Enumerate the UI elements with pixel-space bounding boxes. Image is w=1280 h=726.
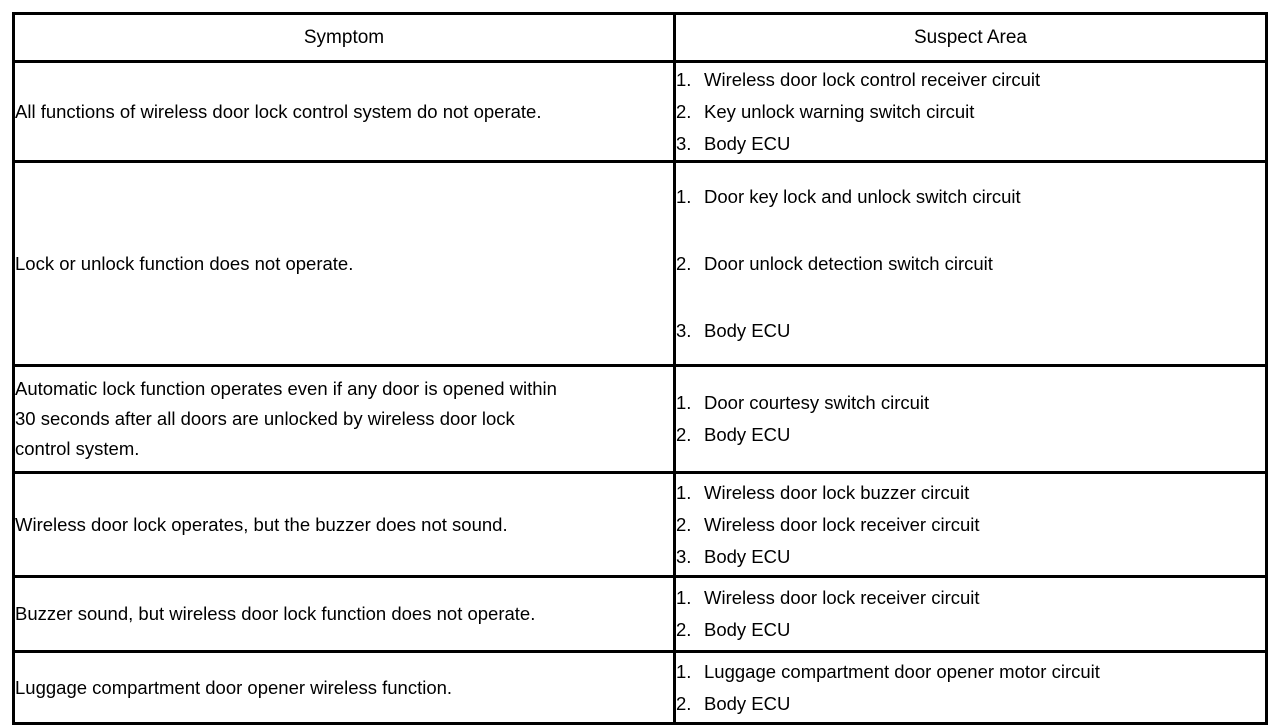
- list-item-label: Wireless door lock buzzer circuit: [704, 481, 970, 503]
- list-item-label: Wireless door lock receiver circuit: [704, 513, 980, 535]
- list-item-label: Door courtesy switch circuit: [704, 392, 930, 413]
- symptom-cell: Automatic lock function operates even if…: [12, 364, 676, 474]
- symptom-text-line: Automatic lock function operates even if…: [15, 378, 557, 399]
- list-item-label: Body ECU: [704, 619, 791, 640]
- list-item-label: Key unlock warning switch circuit: [704, 100, 975, 122]
- symptom-cell: All functions of wireless door lock cont…: [12, 60, 676, 163]
- list-item: 3. Body ECU: [676, 128, 1265, 160]
- table-row: Luggage compartment door opener wireless…: [12, 650, 1268, 725]
- list-item-label: Body ECU: [704, 320, 791, 341]
- suspect-area-list: 1. Luggage compartment door opener motor …: [676, 656, 1265, 720]
- symptom-text-line: control system.: [15, 438, 140, 459]
- list-item-label: Body ECU: [704, 424, 791, 445]
- list-item: 2. Key unlock warning switch circuit: [676, 96, 1265, 128]
- symptom-text-line: Wireless door lock operates, but the buz…: [15, 513, 508, 535]
- list-item: 1. Wireless door lock control receiver ci…: [676, 64, 1265, 96]
- list-item: 3. Body ECU: [676, 541, 1265, 573]
- list-item: 2. Body ECU: [676, 688, 1265, 720]
- suspect-area-list: 1. Door courtesy switch circuit 2. Body EC…: [676, 387, 1265, 451]
- list-item: 1. Door key lock and unlock switch circui…: [676, 163, 1265, 230]
- list-item-number: 1.: [676, 186, 692, 207]
- list-item-number: 3.: [676, 132, 692, 154]
- list-item-label: Door unlock detection switch circuit: [704, 253, 993, 274]
- list-item-label: Wireless door lock control receiver circ…: [704, 68, 1041, 90]
- list-item-number: 1.: [676, 660, 692, 682]
- list-item: 2. Body ECU: [676, 419, 1265, 451]
- suspect-area-cell: 1. Wireless door lock control receiver ci…: [673, 60, 1268, 163]
- table-header: Symptom Suspect Area: [12, 12, 1268, 63]
- symptom-cell: Luggage compartment door opener wireless…: [12, 650, 676, 725]
- list-item: 3. Body ECU: [676, 297, 1265, 364]
- header-row: Symptom Suspect Area: [12, 12, 1268, 63]
- suspect-area-cell: 1. Wireless door lock receiver circuit 2.…: [673, 575, 1268, 653]
- list-item-label: Wireless door lock receiver circuit: [704, 587, 980, 608]
- list-item-label: Body ECU: [704, 132, 791, 154]
- list-item-number: 1.: [676, 68, 692, 90]
- table-row: Wireless door lock operates, but the buz…: [12, 471, 1268, 578]
- list-item-number: 2.: [676, 513, 692, 535]
- table-row: Buzzer sound, but wireless door lock fun…: [12, 575, 1268, 653]
- list-item-number: 3.: [676, 320, 692, 341]
- symptom-suspect-area-table: Symptom Suspect Area All functions of wi…: [12, 12, 1268, 725]
- list-item-number: 1.: [676, 481, 692, 503]
- symptom-text-line: 30 seconds after all doors are unlocked …: [15, 408, 515, 429]
- list-item: 2. Wireless door lock receiver circuit: [676, 509, 1265, 541]
- suspect-area-cell: 1. Wireless door lock buzzer circuit 2. Wi…: [673, 471, 1268, 578]
- column-header-symptom: Symptom: [12, 12, 676, 63]
- symptom-cell: Wireless door lock operates, but the buz…: [12, 471, 676, 578]
- symptom-text-line: Buzzer sound, but wireless door lock fun…: [15, 603, 536, 624]
- symptom-text-line: Lock or unlock function does not operate…: [15, 252, 354, 274]
- table-row: Automatic lock function operates even if…: [12, 364, 1268, 474]
- suspect-area-cell: 1. Door courtesy switch circuit 2. Body EC…: [673, 364, 1268, 474]
- symptom-cell: Lock or unlock function does not operate…: [12, 160, 676, 367]
- symptom-text-line: Luggage compartment door opener wireless…: [15, 676, 453, 698]
- list-item: 1. Door courtesy switch circuit: [676, 387, 1265, 419]
- table-body: All functions of wireless door lock cont…: [12, 60, 1268, 725]
- list-item: 1. Wireless door lock receiver circuit: [676, 582, 1265, 614]
- list-item-number: 2.: [676, 253, 692, 274]
- list-item-number: 3.: [676, 545, 692, 567]
- list-item: 2. Body ECU: [676, 614, 1265, 646]
- list-item: 1. Wireless door lock buzzer circuit: [676, 477, 1265, 509]
- symptom-cell: Buzzer sound, but wireless door lock fun…: [12, 575, 676, 653]
- table-row: All functions of wireless door lock cont…: [12, 60, 1268, 163]
- column-header-suspect-area-label: Suspect Area: [913, 26, 1028, 48]
- list-item: 2. Door unlock detection switch circuit: [676, 230, 1265, 297]
- list-item-label: Body ECU: [704, 545, 791, 567]
- suspect-area-list: 1. Door key lock and unlock switch circui…: [676, 163, 1265, 364]
- suspect-area-cell: 1. Door key lock and unlock switch circui…: [673, 160, 1268, 367]
- suspect-area-list: 1. Wireless door lock receiver circuit 2.…: [676, 582, 1265, 646]
- list-item-label: Door key lock and unlock switch circuit: [704, 186, 1021, 207]
- suspect-area-list: 1. Wireless door lock buzzer circuit 2. Wi…: [676, 477, 1265, 573]
- list-item-number: 2.: [676, 619, 692, 640]
- list-item-number: 1.: [676, 587, 692, 608]
- list-item-number: 1.: [676, 392, 692, 413]
- list-item-label: Luggage compartment door opener motor ci…: [704, 660, 1100, 682]
- list-item-number: 2.: [676, 692, 692, 714]
- table-row: Lock or unlock function does not operate…: [12, 160, 1268, 367]
- symptom-text-line: All functions of wireless door lock cont…: [15, 100, 542, 122]
- list-item-label: Body ECU: [704, 692, 791, 714]
- column-header-suspect-area: Suspect Area: [673, 12, 1268, 63]
- suspect-area-cell: 1. Luggage compartment door opener motor …: [673, 650, 1268, 725]
- suspect-area-list: 1. Wireless door lock control receiver ci…: [676, 64, 1265, 160]
- column-header-symptom-label: Symptom: [303, 26, 385, 48]
- list-item-number: 2.: [676, 100, 692, 122]
- list-item-number: 2.: [676, 424, 692, 445]
- list-item: 1. Luggage compartment door opener motor …: [676, 656, 1265, 688]
